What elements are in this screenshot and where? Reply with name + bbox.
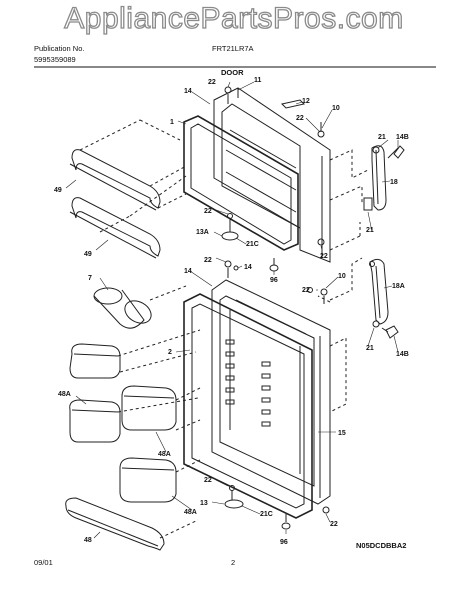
model-number: FRT21LR7A xyxy=(212,44,254,53)
hinge-13 xyxy=(224,499,244,509)
door-shelf-supports-left xyxy=(225,339,235,405)
callout-14B: 14B xyxy=(396,351,409,358)
screw-22-lower-bottom xyxy=(322,506,330,514)
freezer-door-panel xyxy=(213,87,331,263)
callout-48A: 48A xyxy=(158,451,171,458)
callout-7: 7 xyxy=(88,275,92,282)
door-bin-48A-upper-left xyxy=(69,343,121,379)
callout-22: 22 xyxy=(296,115,304,122)
footer-page-number: 2 xyxy=(231,558,236,567)
door-strip-12 xyxy=(281,99,305,109)
callout-14: 14 xyxy=(244,264,252,271)
screw-10-upper xyxy=(317,130,325,138)
freezer-door-liner xyxy=(221,103,301,229)
callout-leaders xyxy=(65,81,399,539)
callout-21C: 21C xyxy=(246,241,259,248)
butter-container-7 xyxy=(93,287,152,329)
freezer-shelf-upper xyxy=(69,149,161,211)
door-bin-48A-right-lower xyxy=(119,457,177,503)
fresh-food-gasket xyxy=(183,293,313,519)
callout-labels: 22 11 14 12 10 22 1 21 14B 18 49 22 13A … xyxy=(54,77,409,546)
callout-10: 10 xyxy=(332,105,340,112)
door-bin-48A-middle-left xyxy=(69,399,121,443)
callout-22: 22 xyxy=(302,287,310,294)
screw-22-lower-top xyxy=(224,260,232,268)
handle-bracket-lower xyxy=(369,261,375,267)
handle-bracket-upper xyxy=(363,197,373,211)
freezer-shelf-lower xyxy=(69,197,161,259)
door-shelf-supports-right xyxy=(261,361,271,427)
callout-12: 12 xyxy=(302,98,310,105)
publication-label: Publication No. xyxy=(34,44,85,53)
fresh-food-door-panel xyxy=(211,279,331,505)
door-bin-48A-right-upper xyxy=(121,385,177,431)
callout-18A: 18A xyxy=(392,283,405,290)
callout-21: 21 xyxy=(366,227,374,234)
washer-96-lower xyxy=(281,522,291,530)
washer-96-upper xyxy=(269,264,279,272)
publication-number: 5995359089 xyxy=(34,55,76,64)
callout-14: 14 xyxy=(184,88,192,95)
screw-22-top xyxy=(224,86,232,94)
callout-96: 96 xyxy=(270,277,278,284)
door-bin-48 xyxy=(65,497,165,551)
callout-13A: 13A xyxy=(196,229,209,236)
callout-11: 11 xyxy=(254,77,262,84)
callout-2: 2 xyxy=(168,349,172,356)
callout-48: 48 xyxy=(84,537,92,544)
freezer-door-gasket xyxy=(183,115,299,251)
callout-22: 22 xyxy=(320,253,328,260)
callout-22: 22 xyxy=(204,257,212,264)
screw-22-upper xyxy=(317,238,325,246)
callout-21: 21 xyxy=(366,345,374,352)
hinge-cap-upper xyxy=(393,145,405,159)
fresh-food-handle xyxy=(369,258,389,325)
callout-22: 22 xyxy=(330,521,338,528)
footer-diagram-code: N05DCDBBA2 xyxy=(356,541,407,550)
fresh-food-door-liner xyxy=(219,295,315,487)
callout-49: 49 xyxy=(84,251,92,258)
hinge-cap-lower xyxy=(385,325,399,339)
screw-10-lower xyxy=(320,288,328,296)
callout-21C: 21C xyxy=(260,511,273,518)
fresh-food-gasket-inner xyxy=(191,303,305,509)
footer-date: 09/01 xyxy=(34,558,53,567)
callout-18: 18 xyxy=(390,179,398,186)
section-title: DOOR xyxy=(221,68,244,77)
callout-22: 22 xyxy=(204,477,212,484)
hinge-13A xyxy=(221,231,239,241)
callout-14: 14 xyxy=(184,268,192,275)
callout-49: 49 xyxy=(54,187,62,194)
callout-96: 96 xyxy=(280,539,288,546)
callout-22: 22 xyxy=(204,208,212,215)
site-watermark: AppliancePartsPros.com xyxy=(64,1,404,35)
callout-15: 15 xyxy=(338,430,346,437)
callout-48A: 48A xyxy=(58,391,71,398)
callout-48A: 48A xyxy=(184,509,197,516)
callout-21: 21 xyxy=(378,134,386,141)
callout-14B: 14B xyxy=(396,134,409,141)
callout-22: 22 xyxy=(208,79,216,86)
freezer-gasket-inner xyxy=(190,123,292,245)
callout-10: 10 xyxy=(338,273,346,280)
callout-13: 13 xyxy=(200,500,208,507)
freezer-handle xyxy=(371,145,387,211)
callout-1: 1 xyxy=(170,119,174,126)
